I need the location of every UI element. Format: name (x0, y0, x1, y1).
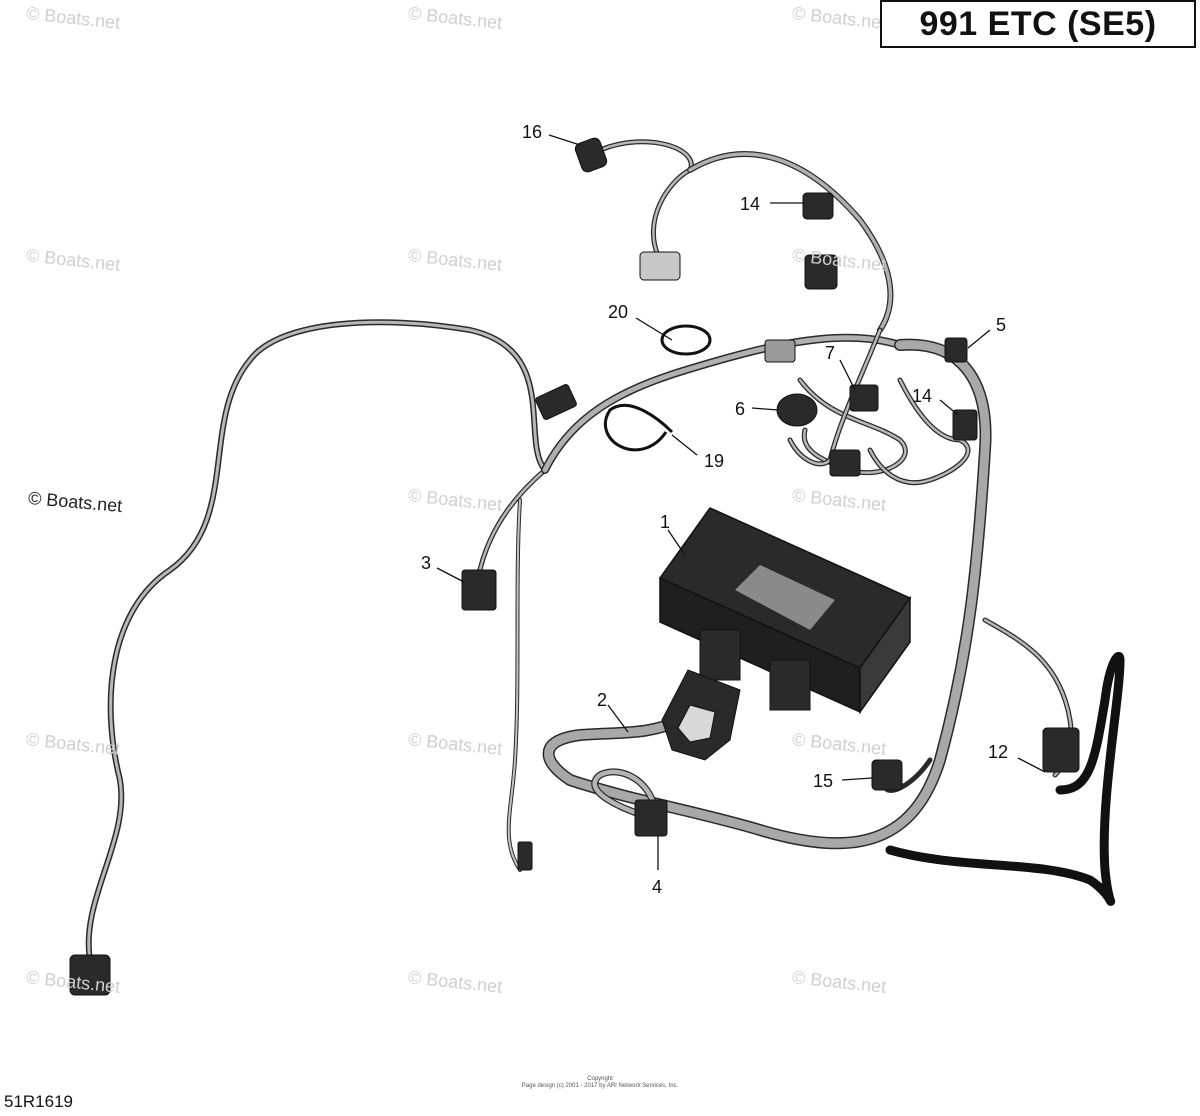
callout-20: 20 (608, 302, 628, 322)
model-title: 991 ETC (SE5) (919, 4, 1157, 43)
ecm-label-panel (735, 565, 835, 630)
connector-6 (776, 393, 818, 427)
connector-5 (944, 337, 968, 363)
copyright-line-2: Page design (c) 2001 - 2017 by ARI Netwo… (521, 1083, 679, 1089)
callout-14-lower: 14 (912, 386, 932, 406)
callout-15: 15 (813, 771, 833, 791)
harness-cables (85, 139, 1125, 963)
callout-labels: 16 14 20 5 7 6 14 19 1 3 2 12 15 4 (421, 122, 1008, 897)
cable-ties (603, 324, 712, 452)
connector-mid-upper (804, 254, 838, 290)
tie-19 (603, 403, 674, 452)
callout-19: 19 (704, 451, 724, 471)
connectors (69, 137, 1080, 996)
ecm-module (658, 507, 912, 715)
copyright-note: Copyright Page design (c) 2001 - 2017 by… (510, 1076, 690, 1090)
connector-12 (1042, 727, 1080, 773)
ecm-connector-2 (661, 669, 741, 761)
figure-id: 51R1619 (4, 1092, 74, 1111)
connector-15 (871, 759, 903, 791)
connector-bottom-left (69, 954, 111, 996)
callout-12: 12 (988, 742, 1008, 762)
connector-14-upper (802, 192, 834, 220)
connector-16 (574, 137, 608, 173)
copyright-line-1: Copyright (587, 1076, 613, 1082)
leader-lines (436, 134, 1046, 870)
callout-7: 7 (825, 343, 835, 363)
connector-small (764, 339, 796, 363)
connector-bottom-mid (517, 841, 533, 871)
callout-6: 6 (735, 399, 745, 419)
connector-left-junction (535, 384, 577, 420)
connector-14-lower (952, 409, 978, 441)
connector-7 (849, 384, 879, 412)
tie-20 (660, 324, 712, 356)
left-sensor-cable (85, 319, 548, 963)
connector-3 (461, 569, 497, 611)
callout-4: 4 (652, 877, 662, 897)
connector-grey-upper (639, 251, 681, 281)
connector-cluster-low (829, 449, 861, 477)
callout-16: 16 (522, 122, 542, 142)
callout-1: 1 (660, 512, 670, 532)
connector-4 (634, 799, 668, 837)
callout-5: 5 (996, 315, 1006, 335)
callout-14-upper: 14 (740, 194, 760, 214)
callout-2: 2 (597, 690, 607, 710)
callout-3: 3 (421, 553, 431, 573)
model-title-box: 991 ETC (SE5) (880, 0, 1196, 48)
